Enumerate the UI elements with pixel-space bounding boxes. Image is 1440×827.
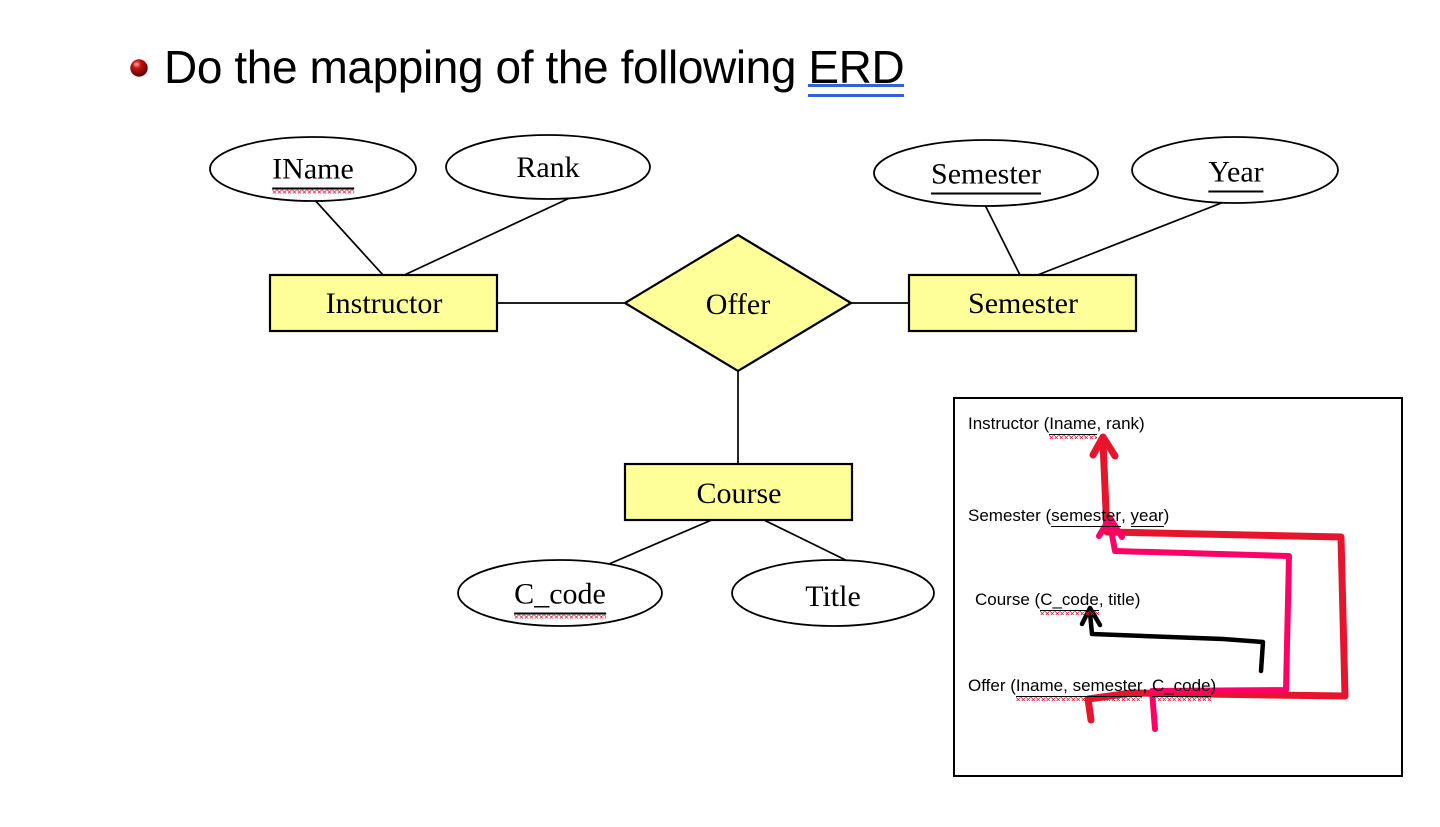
connector-iname-instructor <box>312 197 384 276</box>
entity-label-semester: Semester <box>968 287 1078 320</box>
relation-semester: Semester (semester, year) <box>968 506 1170 527</box>
relation-instructor: Instructor (Iname, rank) <box>968 414 1145 439</box>
relational-mapping-box: Instructor (Iname, rank) Semester (semes… <box>953 397 1403 777</box>
connector-year-semester <box>1034 199 1230 277</box>
attribute-label-semester: Semester <box>931 158 1041 195</box>
connector-course-title <box>761 518 867 571</box>
attribute-label-title: Title <box>805 580 861 613</box>
attribute-label-year: Year <box>1208 156 1264 193</box>
attribute-label-ccode: C_code <box>514 578 606 619</box>
erd-link[interactable]: ERD <box>808 41 905 97</box>
entity-label-course: Course <box>696 477 782 510</box>
page-title: Do the mapping of the following ERD <box>164 41 905 97</box>
attribute-label-rank: Rank <box>516 151 580 184</box>
relation-course: Course (C_code, title) <box>975 590 1141 615</box>
connector-rank-instructor <box>399 195 575 278</box>
relationship-label-offer: Offer <box>705 288 771 321</box>
page-title-prefix: Do the mapping of the following <box>164 41 809 93</box>
connector-course-ccode <box>594 518 715 571</box>
red-sphere-bullet-icon <box>130 58 148 77</box>
fk-arrow-ccode <box>1079 605 1266 674</box>
relation-offer: Offer (Iname, semester, C_code) <box>968 676 1217 701</box>
connector-semesterattr-semester <box>984 204 1021 276</box>
attribute-label-iname: IName <box>272 153 354 194</box>
slide-title-row: Do the mapping of the following ERD <box>128 41 905 97</box>
entity-label-instructor: Instructor <box>325 287 443 320</box>
foreign-key-arrow-group <box>1079 433 1349 732</box>
